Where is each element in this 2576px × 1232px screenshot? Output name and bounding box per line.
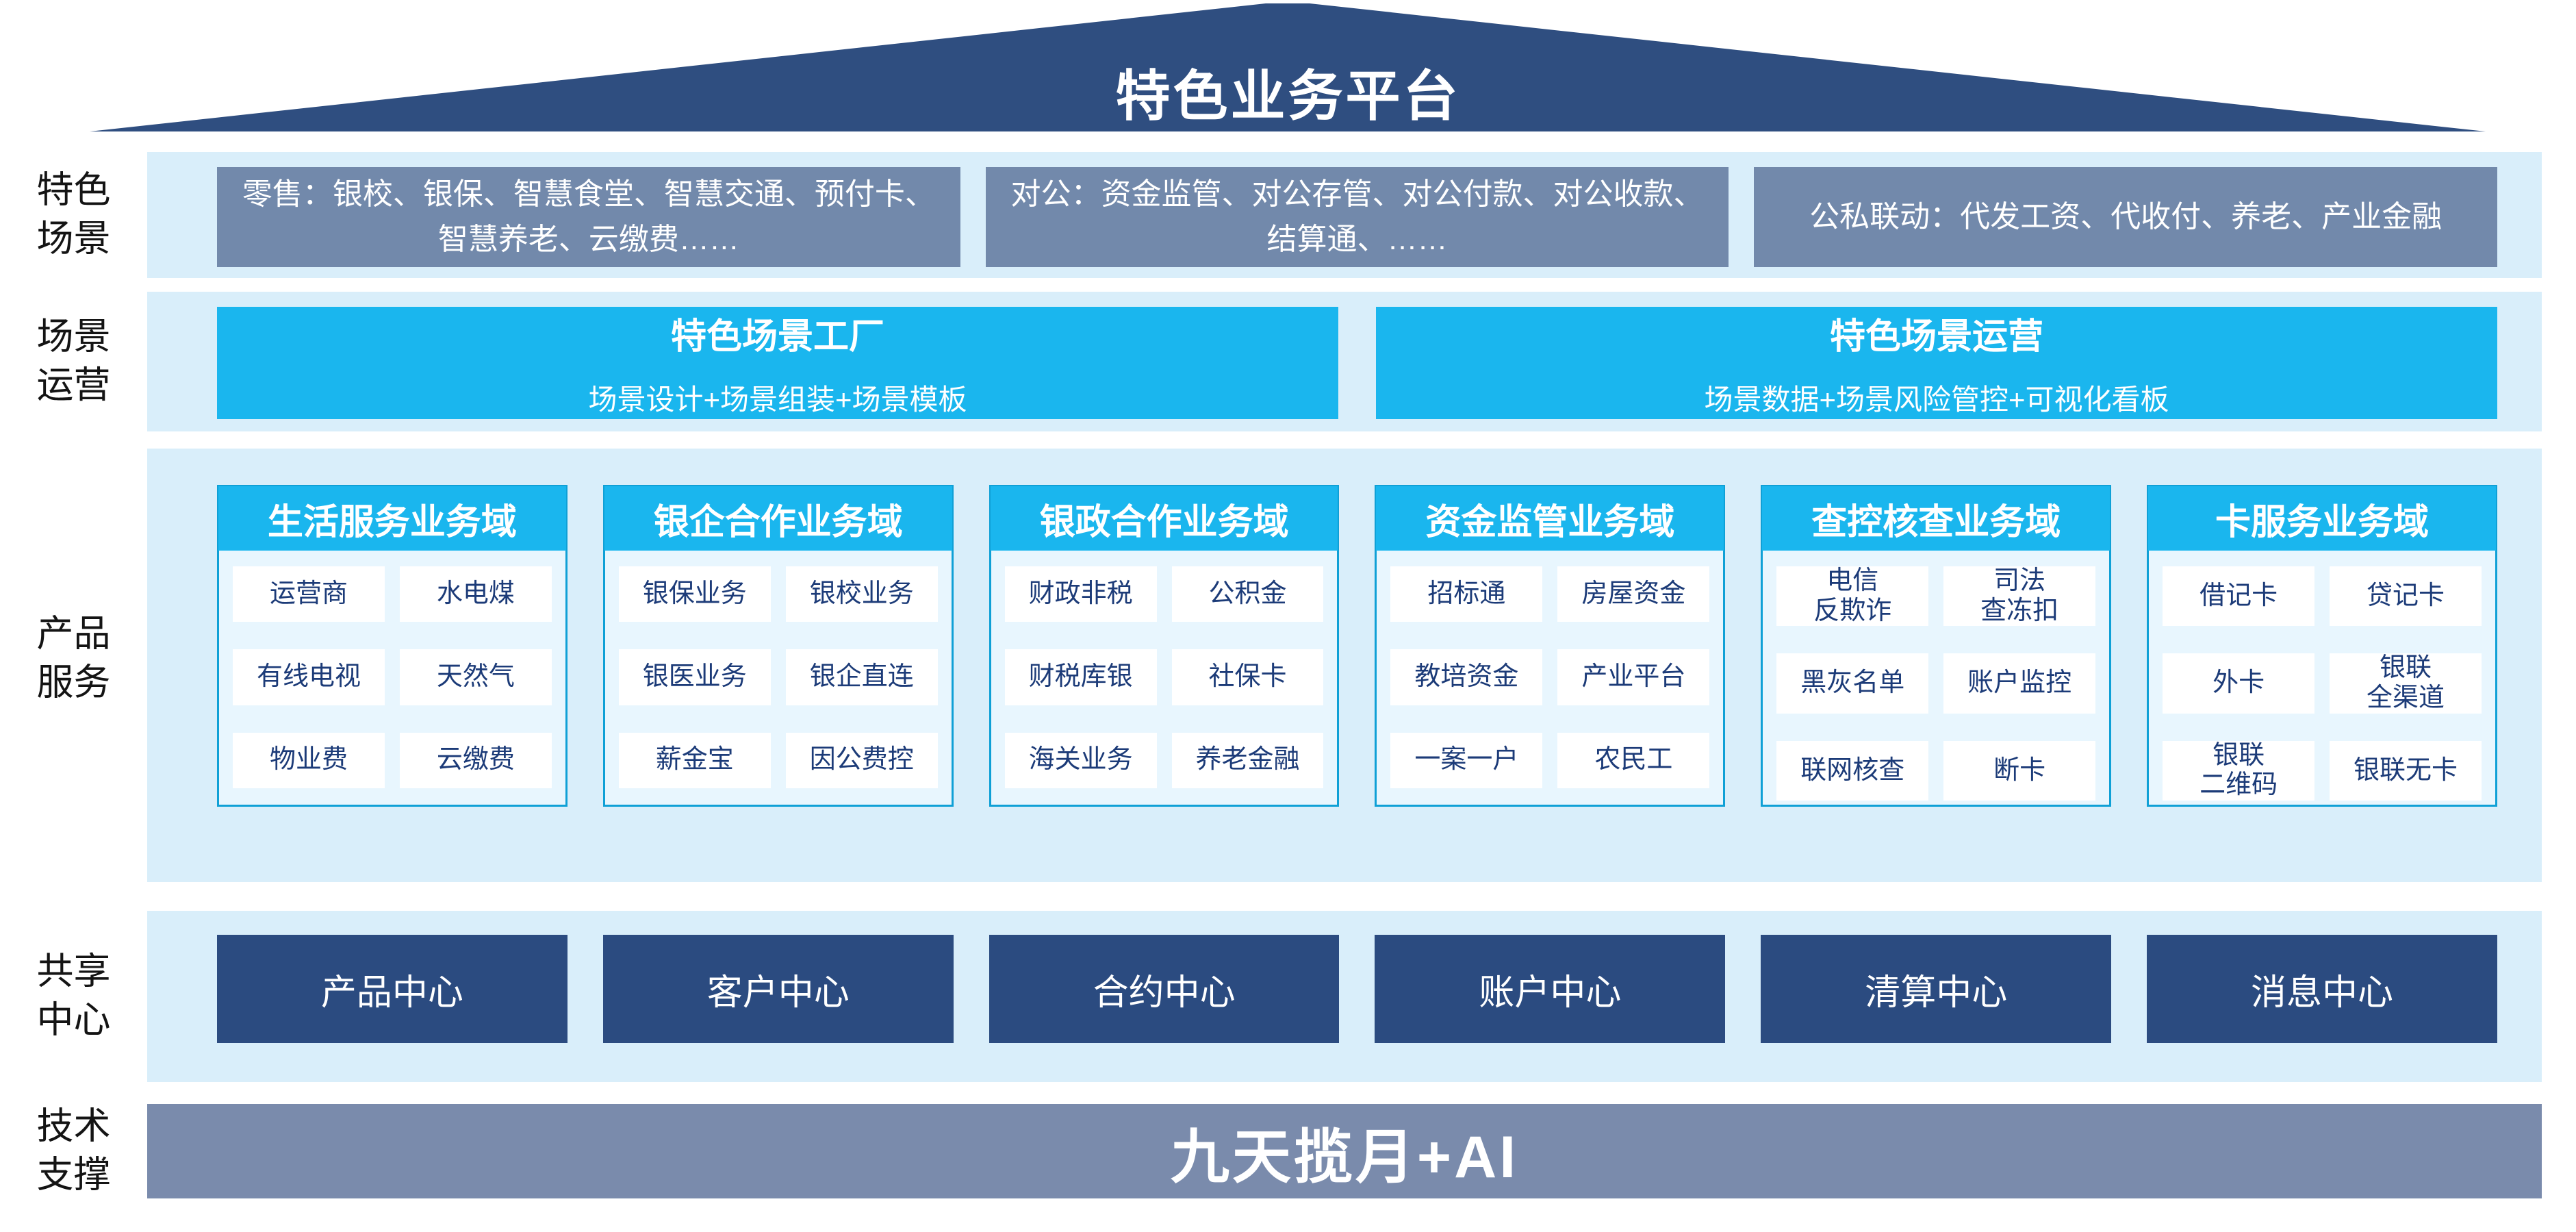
domain-item: 账户监控 (1943, 653, 2096, 714)
shared-center-message: 消息中心 (2147, 935, 2497, 1043)
domain-item: 海关业务 (1004, 732, 1157, 788)
domain-item: 银医业务 (618, 649, 771, 705)
side-label-product: 产品 服务 (36, 613, 111, 703)
platform-title: 特色业务平台 (1115, 66, 1461, 127)
domain-item: 因公费控 (785, 732, 938, 788)
domain-body: 招标通 房屋资金 教培资金 产业平台 一案一户 农民工 (1377, 550, 1723, 805)
domain-panel-life-services: 生活服务业务域 运营商 水电煤 有线电视 天然气 物业费 云缴费 (217, 485, 568, 807)
domain-item: 教培资金 (1390, 649, 1543, 705)
domain-item: 薪金宝 (618, 732, 771, 788)
domain-item: 外卡 (2163, 653, 2315, 714)
side-label-shared: 共享 中心 (36, 951, 111, 1041)
scene-row: 零售：银校、银保、智慧食堂、智慧交通、预付卡、智慧养老、云缴费…… 对公：资金监… (217, 167, 2498, 267)
tech-support-bar: 九天揽月+AI (147, 1104, 2542, 1198)
domain-item: 银联 二维码 (2163, 740, 2315, 801)
ops-box-scene-factory: 特色场景工厂 场景设计+场景组装+场景模板 (217, 307, 1338, 419)
domain-item: 物业费 (233, 732, 385, 788)
domain-body: 运营商 水电煤 有线电视 天然气 物业费 云缴费 (219, 550, 565, 805)
domain-item: 财税库银 (1004, 649, 1157, 705)
ops-box-subtitle: 场景设计+场景组装+场景模板 (588, 384, 967, 416)
ops-box-title: 特色场景运营 (1829, 317, 2043, 357)
domain-item: 银联无卡 (2330, 740, 2482, 801)
domain-header: 银企合作业务域 (604, 486, 952, 551)
domain-header: 银政合作业务域 (990, 486, 1338, 551)
ops-box-title: 特色场景工厂 (670, 317, 884, 357)
domain-item: 公积金 (1171, 566, 1324, 623)
domain-panel-card-services: 卡服务业务域 借记卡 贷记卡 外卡 银联 全渠道 银联 二维码 银联无卡 (2147, 485, 2497, 807)
domain-item: 天然气 (399, 649, 552, 705)
shared-center-band: 产品中心 客户中心 合约中心 账户中心 清算中心 消息中心 (147, 911, 2542, 1082)
shared-center-account: 账户中心 (1375, 935, 1726, 1043)
scene-box-corporate: 对公：资金监管、对公存管、对公付款、对公收款、结算通、…… (985, 167, 1729, 267)
roof-shape (90, 3, 2486, 131)
domain-item: 社保卡 (1171, 649, 1324, 705)
domain-item: 联网核查 (1776, 740, 1929, 801)
domain-header: 生活服务业务域 (218, 486, 566, 551)
ops-row: 特色场景工厂 场景设计+场景组装+场景模板 特色场景运营 场景数据+场景风险管控… (217, 307, 2497, 419)
shared-center-customer: 客户中心 (602, 935, 954, 1043)
domain-item: 银联 全渠道 (2330, 653, 2482, 714)
domain-item: 房屋资金 (1557, 566, 1710, 623)
domain-body: 借记卡 贷记卡 外卡 银联 全渠道 银联 二维码 银联无卡 (2149, 550, 2495, 817)
domain-item: 贷记卡 (2330, 566, 2482, 627)
domain-header: 资金监管业务域 (1376, 486, 1724, 551)
domain-row: 生活服务业务域 运营商 水电煤 有线电视 天然气 物业费 云缴费 银企合作业务域… (217, 485, 2497, 807)
domain-item: 云缴费 (399, 732, 552, 788)
ops-box-subtitle: 场景数据+场景风险管控+可视化看板 (1704, 384, 2169, 416)
domain-body: 电信 反欺诈 司法 查冻扣 黑灰名单 账户监控 联网核查 断卡 (1763, 550, 2109, 817)
ops-box-scene-operation: 特色场景运营 场景数据+场景风险管控+可视化看板 (1376, 307, 2497, 419)
scene-box-retail: 零售：银校、银保、智慧食堂、智慧交通、预付卡、智慧养老、云缴费…… (217, 167, 960, 267)
shared-center-clearing: 清算中心 (1761, 935, 2112, 1043)
domain-item: 产业平台 (1557, 649, 1710, 705)
product-band: 生活服务业务域 运营商 水电煤 有线电视 天然气 物业费 云缴费 银企合作业务域… (147, 449, 2542, 882)
side-label-ops: 场景 运营 (36, 316, 111, 406)
domain-item: 司法 查冻扣 (1943, 566, 2096, 627)
side-label-scene: 特色 场景 (36, 169, 111, 260)
domain-item: 有线电视 (233, 649, 385, 705)
domain-panel-fund-supervision: 资金监管业务域 招标通 房屋资金 教培资金 产业平台 一案一户 农民工 (1375, 485, 1726, 807)
domain-item: 断卡 (1943, 740, 2096, 801)
domain-item: 运营商 (233, 566, 385, 623)
side-label-tech: 技术 支撑 (36, 1105, 111, 1196)
domain-item: 财政非税 (1004, 566, 1157, 623)
domain-panel-bank-enterprise: 银企合作业务域 银保业务 银校业务 银医业务 银企直连 薪金宝 因公费控 (602, 485, 954, 807)
domain-panel-bank-government: 银政合作业务域 财政非税 公积金 财税库银 社保卡 海关业务 养老金融 (989, 485, 1340, 807)
domain-item: 水电煤 (399, 566, 552, 623)
domain-item: 银企直连 (785, 649, 938, 705)
domain-item: 招标通 (1390, 566, 1543, 623)
domain-item: 借记卡 (2163, 566, 2315, 627)
domain-body: 银保业务 银校业务 银医业务 银企直连 薪金宝 因公费控 (605, 550, 952, 805)
domain-item: 一案一户 (1390, 732, 1543, 788)
domain-item: 农民工 (1557, 732, 1710, 788)
shared-center-row: 产品中心 客户中心 合约中心 账户中心 清算中心 消息中心 (217, 935, 2497, 1043)
domain-item: 电信 反欺诈 (1776, 566, 1929, 627)
ops-band: 特色场景工厂 场景设计+场景组装+场景模板 特色场景运营 场景数据+场景风险管控… (147, 292, 2542, 431)
domain-panel-inquiry-control: 查控核查业务域 电信 反欺诈 司法 查冻扣 黑灰名单 账户监控 联网核查 断卡 (1761, 485, 2112, 807)
scene-band: 零售：银校、银保、智慧食堂、智慧交通、预付卡、智慧养老、云缴费…… 对公：资金监… (147, 152, 2542, 278)
domain-item: 银保业务 (618, 566, 771, 623)
domain-item: 养老金融 (1171, 732, 1324, 788)
domain-item: 黑灰名单 (1776, 653, 1929, 714)
shared-center-product: 产品中心 (217, 935, 568, 1043)
scene-box-linkage: 公私联动：代发工资、代收付、养老、产业金融 (1754, 167, 2498, 267)
domain-body: 财政非税 公积金 财税库银 社保卡 海关业务 养老金融 (991, 550, 1338, 805)
domain-item: 银校业务 (785, 566, 938, 623)
shared-center-contract: 合约中心 (989, 935, 1340, 1043)
domain-header: 卡服务业务域 (2148, 486, 2496, 551)
domain-header: 查控核查业务域 (1762, 486, 2110, 551)
